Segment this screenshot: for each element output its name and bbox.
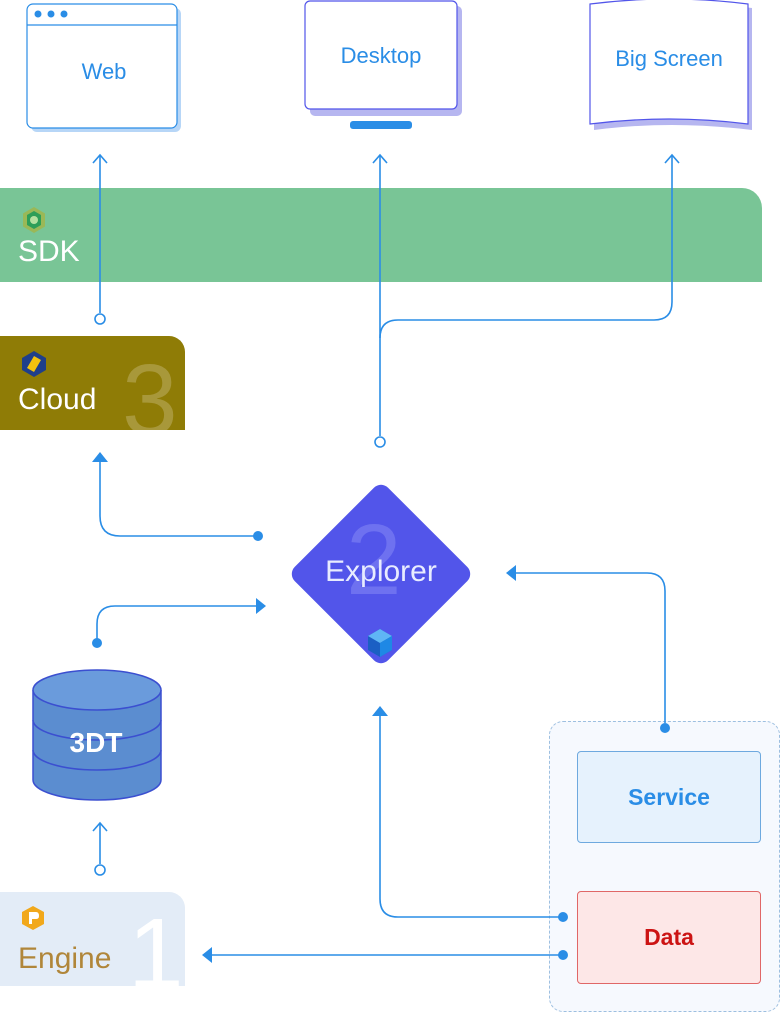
sdk-icon — [23, 207, 45, 233]
cloud-top-port — [94, 313, 106, 325]
database-cylinder — [32, 669, 162, 801]
bigscreen-arrowhead — [664, 153, 680, 164]
engine-step-number: 1 — [128, 898, 184, 986]
data-upper-port — [558, 912, 568, 922]
explorer-icon — [368, 629, 392, 657]
big-screen: Big Screen — [588, 0, 754, 134]
cloud-arrowhead — [92, 452, 108, 462]
service-top-port — [660, 723, 670, 733]
web-screen: Web — [26, 3, 182, 133]
web-label: Web — [81, 59, 127, 84]
engine-arrowhead — [202, 947, 212, 963]
service-to-explorer-connector — [516, 572, 666, 723]
cloud-box: Cloud 3 — [0, 336, 185, 430]
engine-box: Engine 1 — [0, 892, 185, 986]
curved-display-icon — [589, 0, 752, 130]
explorer-bottom-arrowhead — [372, 706, 388, 716]
database-top-port — [92, 638, 102, 648]
explorer-top-port — [374, 436, 386, 448]
explorer-step-number-text: 2 — [346, 504, 402, 616]
database-arrowhead — [92, 821, 108, 832]
engine-icon — [22, 906, 44, 930]
data-box: Data — [577, 891, 761, 984]
monitor-icon — [304, 0, 462, 129]
cloud-label: Cloud — [18, 383, 97, 416]
desktop-label: Desktop — [340, 43, 422, 68]
desktop-arrowhead — [372, 153, 388, 164]
explorer-right-arrowhead — [506, 565, 516, 581]
sdk-label: SDK — [18, 235, 80, 268]
service-box: Service — [577, 751, 761, 843]
data-to-explorer-connector — [379, 716, 560, 918]
database-label: 3DT — [69, 727, 123, 758]
explorer-left-port — [253, 531, 263, 541]
sdk-band: SDK — [0, 188, 762, 282]
explorer-to-cloud-connector — [99, 462, 255, 537]
explorer-diamond — [291, 484, 471, 664]
data-lower-port — [558, 950, 568, 960]
explorer-label: Explorer — [325, 555, 437, 588]
cloud-step-number: 3 — [122, 344, 178, 430]
explorer-to-bigscreen-connector — [379, 156, 673, 436]
web-arrowhead — [92, 153, 108, 164]
database-to-explorer-connector — [96, 605, 256, 640]
browser-window-icon — [26, 3, 181, 132]
desktop-screen: Desktop — [304, 0, 464, 132]
cloud-icon — [22, 351, 46, 377]
big-screen-label: Big Screen — [615, 46, 723, 71]
explorer-left-arrowhead — [256, 598, 266, 614]
engine-label: Engine — [18, 942, 112, 975]
engine-top-port — [94, 864, 106, 876]
